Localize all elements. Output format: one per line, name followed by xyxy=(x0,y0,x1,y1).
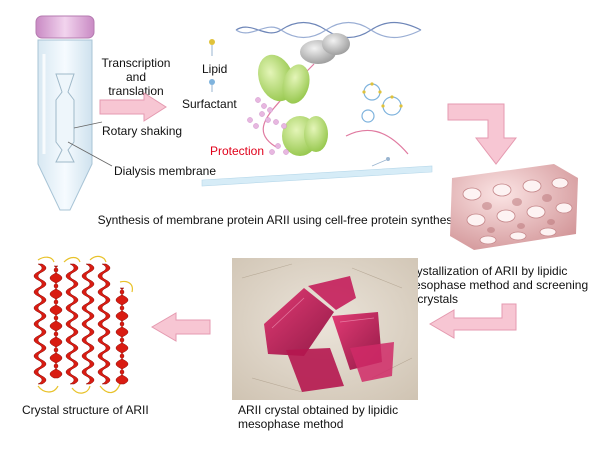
crystal-structure-caption: Crystal structure of ARII xyxy=(22,403,149,417)
rotary-shaking-label: Rotary shaking xyxy=(102,124,183,138)
transcription-label: Transcription and translation xyxy=(101,56,171,98)
lipid-label: Lipid xyxy=(202,62,228,76)
lipidic-mesophase-lattice xyxy=(444,158,584,254)
cell-free-schematic xyxy=(196,16,436,194)
synthesis-caption: Synthesis of membrane protein ARII using… xyxy=(97,213,503,227)
arrow-to-crystal-photo xyxy=(429,303,517,339)
crystal-photo-caption: ARII crystal obtained by lipidic mesopha… xyxy=(238,403,399,431)
arrow-to-mesophase xyxy=(447,103,518,165)
crystallization-caption: Crystallization of ARII by lipidic mesop… xyxy=(404,264,589,306)
arii-crystal-structure xyxy=(24,254,144,400)
arrow-to-structure xyxy=(151,312,211,342)
dialysis-membrane-label: Dialysis membrane xyxy=(114,164,217,178)
dialysis-tube xyxy=(30,14,100,214)
tube-pointer-lines xyxy=(67,121,113,167)
arrow-to-schematic xyxy=(99,92,167,122)
arii-crystal-photo xyxy=(232,258,418,400)
surfactant-label: Surfactant xyxy=(182,97,237,111)
protection-label: Protection xyxy=(210,144,265,158)
